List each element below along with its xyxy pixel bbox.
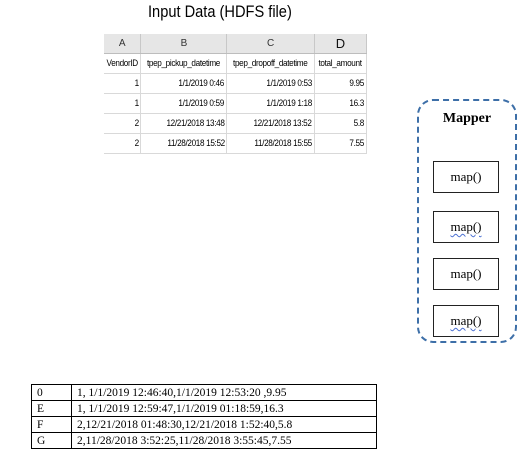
column-letter-b: B [140,34,228,54]
record-key: F [31,416,72,433]
table-cell: 9.95 [314,73,367,94]
table-cell: 1/1/2019 0:53 [226,73,315,94]
map-function-box: map() [433,161,499,193]
map-function-label: map() [450,169,482,184]
table-cell: 11/28/2018 15:55 [226,133,315,154]
table-cell: 1/1/2019 0:46 [140,73,228,94]
record-value: 1, 1/1/2019 12:46:40,1/1/2019 12:53:20 ,… [71,384,377,401]
record-row: E 1, 1/1/2019 12:59:47,1/1/2019 01:18:59… [31,400,377,417]
record-value: 1, 1/1/2019 12:59:47,1/1/2019 01:18:59,1… [71,400,377,417]
table-cell: 12/21/2018 13:48 [140,113,228,134]
table-cell: 1/1/2019 1:18 [226,93,315,114]
table-row: 1 1/1/2019 0:59 1/1/2019 1:18 16.3 [104,93,367,114]
table-cell: 16.3 [314,93,367,114]
map-function-label: map() [450,266,482,281]
table-row: 1 1/1/2019 0:46 1/1/2019 0:53 9.95 [104,73,367,94]
table-cell: 5.8 [314,113,367,134]
header-cell: tpep_pickup_datetime [140,53,228,74]
column-letter-d: D [314,34,367,54]
table-cell: 11/28/2018 15:52 [140,133,228,154]
table-cell: 1 [104,93,142,114]
table-row: 2 11/28/2018 15:52 11/28/2018 15:55 7.55 [104,133,367,154]
table-row: 2 12/21/2018 13:48 12/21/2018 13:52 5.8 [104,113,367,134]
column-letter-c: C [226,34,315,54]
record-value: 2,12/21/2018 01:48:30,12/21/2018 1:52:40… [71,416,377,433]
record-row: G 2,11/28/2018 3:52:25,11/28/2018 3:55:4… [31,432,377,449]
map-function-box: map() [433,211,499,243]
column-letter-a: A [104,34,142,54]
map-function-box: map() [433,258,499,290]
map-function-label: map() [450,313,482,328]
table-cell: 2 [104,113,142,134]
mapper-container: Mapper map() map() map() map() [417,99,517,343]
map-function-label: map() [450,219,482,234]
header-cell: VendorID [104,53,142,74]
table-cell: 1 [104,73,142,94]
record-row: F 2,12/21/2018 01:48:30,12/21/2018 1:52:… [31,416,377,433]
table-cell: 12/21/2018 13:52 [226,113,315,134]
header-cell: tpep_dropoff_datetime [226,53,315,74]
table-cell: 1/1/2019 0:59 [140,93,228,114]
table-cell: 7.55 [314,133,367,154]
column-letter-row: A B C D [104,34,367,54]
table-cell: 2 [104,133,142,154]
input-data-title: Input Data (HDFS file) [148,2,292,21]
record-value: 2,11/28/2018 3:52:25,11/28/2018 3:55:45,… [71,432,377,449]
input-data-sheet: A B C D VendorID tpep_pickup_datetime tp… [104,34,367,154]
map-function-box: map() [433,305,499,337]
mapper-title: Mapper [442,111,492,126]
record-key: E [31,400,72,417]
record-row: 0 1, 1/1/2019 12:46:40,1/1/2019 12:53:20… [31,384,377,401]
record-key: G [31,432,72,449]
input-records-table: 0 1, 1/1/2019 12:46:40,1/1/2019 12:53:20… [31,384,377,449]
header-cell: total_amount [314,53,367,74]
record-key: 0 [31,384,72,401]
header-row: VendorID tpep_pickup_datetime tpep_dropo… [104,53,367,74]
